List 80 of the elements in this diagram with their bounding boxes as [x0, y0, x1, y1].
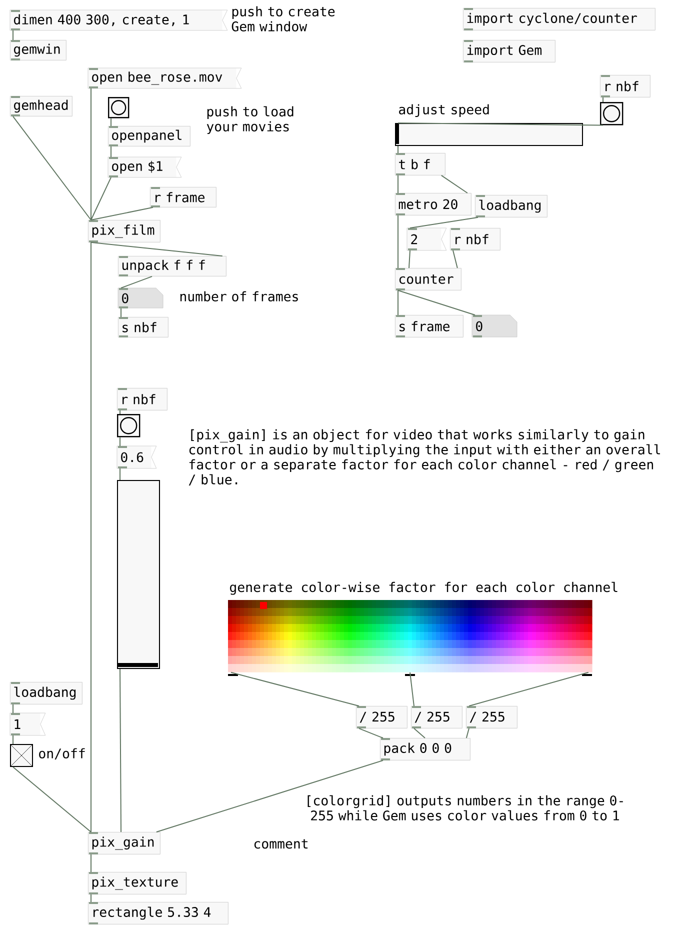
patch-cord	[602, 96, 604, 102]
object-box: gemwin	[10, 40, 66, 60]
object-box: pix_gain	[88, 832, 160, 854]
patch-cord	[90, 88, 92, 220]
patch-cord	[230, 672, 360, 706]
patch-cord	[408, 250, 410, 268]
caption-text: generate color-wise factor for each color channel	[230, 582, 618, 595]
comment-text: adjust speed	[399, 104, 489, 117]
patch-cord	[120, 276, 152, 288]
patch-cord	[410, 672, 414, 706]
object-box: t b f	[395, 153, 446, 176]
patch-cord	[12, 704, 14, 714]
patch-cord	[12, 30, 14, 40]
message-box: dimen 400 300, create, 1	[10, 10, 228, 31]
object-box: import Gem	[463, 40, 556, 62]
patch-cord	[12, 766, 92, 832]
bang-button	[600, 102, 624, 126]
patch-cord	[398, 290, 476, 316]
patch-cord	[110, 146, 112, 158]
object-box: pix_film	[88, 220, 160, 242]
message-box: open $1	[108, 156, 182, 178]
patch-cord	[410, 216, 478, 228]
object-box: s nbf	[118, 317, 168, 338]
message-box: open bee_rose.mov	[88, 68, 242, 89]
patch-cord	[90, 242, 92, 832]
bang-button	[117, 414, 140, 438]
comment-text: push to create Gem window	[232, 6, 335, 32]
patch-cord	[12, 734, 14, 744]
object-box: r nbf	[600, 75, 650, 98]
object-box: r frame	[150, 187, 216, 208]
patch-cord	[358, 728, 384, 738]
object-box: pix_texture	[88, 872, 186, 894]
patch-cord	[440, 174, 468, 194]
slider	[117, 480, 160, 669]
patch-cord	[452, 250, 458, 268]
patch-cord	[120, 668, 122, 832]
patch-cord	[398, 122, 604, 126]
object-box: rectangle 5.33 4	[88, 902, 228, 924]
comment-text: on/off	[39, 748, 85, 760]
patch-cord	[156, 760, 384, 832]
number-box: 0	[118, 288, 164, 308]
object-box: counter	[395, 268, 462, 290]
object-box: metro 20	[395, 193, 472, 216]
object-box: / 255	[356, 706, 408, 728]
patch-cord	[90, 206, 154, 220]
comment-text: [pix_gain] is an object for video that works similarly to gain control in audio by multiplying the input with either an overall factor or a separate factor for each color channel - red / green / blue.	[188, 429, 660, 486]
object-box: unpack f f f	[118, 256, 226, 276]
object-box: import cyclone/counter	[463, 8, 656, 30]
message-box: 0.6	[116, 446, 157, 469]
patch-cord	[90, 242, 223, 256]
object-box: loadbang	[475, 195, 548, 218]
message-box: 1	[10, 712, 46, 736]
patch-cord	[90, 176, 112, 220]
object-box: openpanel	[108, 126, 190, 146]
object-box: r nbf	[450, 228, 500, 250]
patch-cord	[468, 672, 589, 706]
object-box: r nbf	[117, 388, 168, 410]
patch-cord	[110, 118, 112, 126]
message-box: 2	[406, 228, 447, 251]
toggle-box	[10, 744, 34, 768]
comment-text: push to load your movies	[206, 106, 294, 134]
patch-cord	[12, 116, 92, 220]
comment-text: number of frames	[180, 291, 298, 302]
comment-text: [colorgrid] outputs numbers in the range 0-255 while Gem uses color values from 0 to 1	[308, 795, 623, 820]
object-box: gemhead	[10, 96, 72, 116]
patch-cord	[120, 308, 122, 318]
comment-text: comment	[254, 839, 308, 849]
patch-cord	[466, 728, 470, 738]
slider	[395, 123, 583, 146]
object-box: loadbang	[10, 682, 82, 704]
patch-cord	[90, 894, 92, 902]
patch-cord	[414, 728, 426, 738]
bang-button	[108, 97, 130, 118]
object-box: / 255	[411, 706, 462, 728]
number-box: 0	[472, 314, 518, 338]
object-box: pack 0 0 0	[380, 738, 470, 760]
color-grid	[228, 600, 592, 676]
patch-cord	[90, 854, 92, 872]
object-box: s frame	[395, 315, 464, 338]
object-box: / 255	[466, 706, 518, 728]
